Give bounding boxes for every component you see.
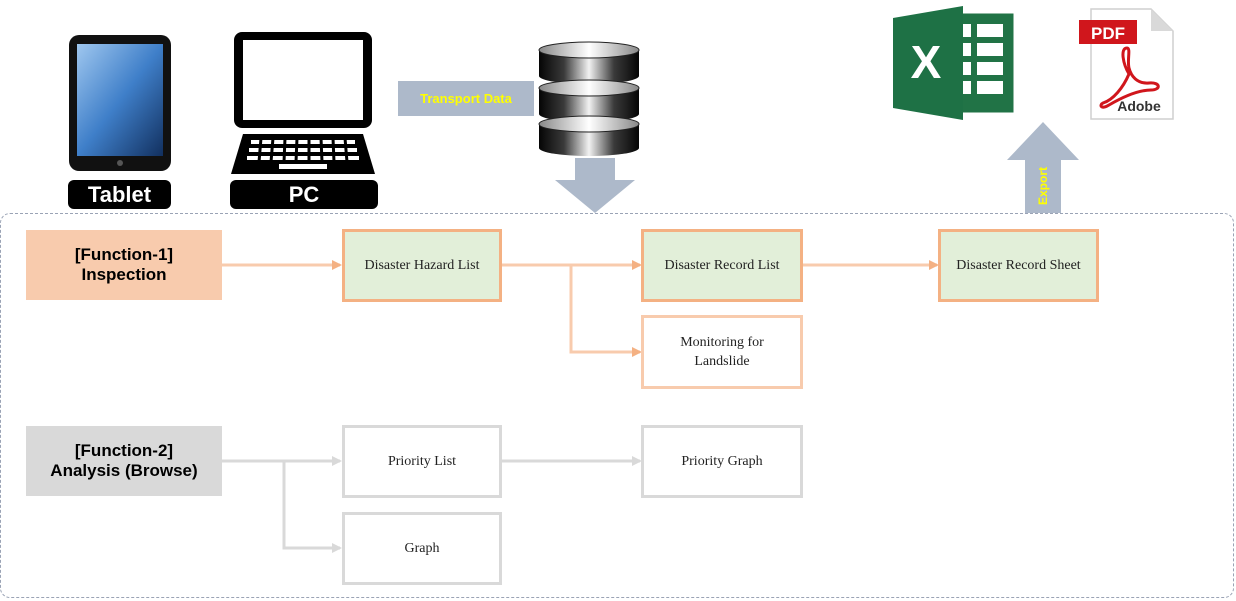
connector-hazard-to-monitoring xyxy=(569,265,642,357)
pdf-icon: PDF Adobe xyxy=(1079,8,1174,120)
excel-letter: X xyxy=(911,36,942,88)
pc-label: PC xyxy=(230,180,378,209)
function-1-subtitle: Inspection xyxy=(81,265,167,284)
download-arrow xyxy=(555,158,635,213)
function-2-subtitle: Analysis (Browse) xyxy=(50,461,198,480)
export-arrow xyxy=(1007,122,1079,213)
pdf-brand-text: Adobe xyxy=(1117,98,1161,114)
monitoring-line-1: Monitoring for xyxy=(680,335,764,350)
monitoring-landslide-box[interactable]: Monitoring for Landslide xyxy=(641,315,803,389)
priority-graph-box[interactable]: Priority Graph xyxy=(641,425,803,498)
connector-func2-to-graph xyxy=(282,461,342,553)
monitoring-line-2: Landslide xyxy=(694,354,750,369)
laptop-icon xyxy=(231,32,375,174)
disaster-hazard-list-box[interactable]: Disaster Hazard List xyxy=(342,229,502,302)
graph-box[interactable]: Graph xyxy=(342,512,502,585)
transport-data-label: Transport Data xyxy=(398,81,534,116)
export-label: Export xyxy=(1036,166,1051,206)
tablet-label: Tablet xyxy=(68,180,171,209)
disaster-record-list-box[interactable]: Disaster Record List xyxy=(641,229,803,302)
function-2-title: [Function-2] xyxy=(74,441,174,460)
excel-icon: X xyxy=(893,6,1014,120)
export-label-wrap: Export xyxy=(1025,160,1061,212)
database-icon xyxy=(538,41,640,156)
function-1-label: [Function-1] Inspection xyxy=(26,230,222,300)
pdf-badge-text: PDF xyxy=(1091,24,1125,43)
system-frame xyxy=(0,213,1234,598)
disaster-record-sheet-box[interactable]: Disaster Record Sheet xyxy=(938,229,1099,302)
function-2-label: [Function-2] Analysis (Browse) xyxy=(26,426,222,496)
function-1-title: [Function-1] xyxy=(74,245,174,264)
priority-list-box[interactable]: Priority List xyxy=(342,425,502,498)
tablet-icon xyxy=(69,35,171,171)
